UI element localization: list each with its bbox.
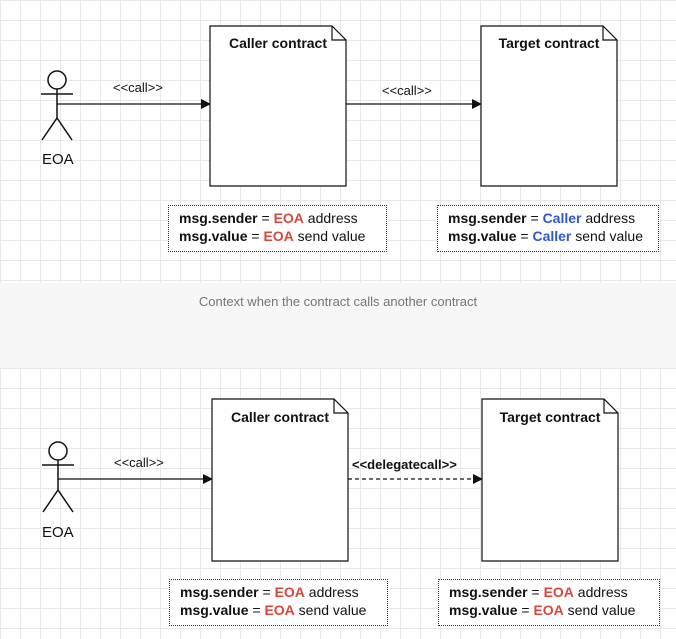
note-value-line: msg.value = Caller send value: [448, 228, 643, 244]
target-box-fold-top: [602, 26, 617, 41]
target-contract-box-bottom: [481, 398, 619, 562]
note-sender-line: msg.sender = EOA address: [449, 584, 628, 600]
caller-contract-title-top: Caller contract: [228, 35, 328, 51]
note-value-line: msg.value = EOA send value: [449, 602, 636, 618]
caller-box-fold-bottom: [333, 399, 348, 414]
target-contract-title-bottom: Target contract: [499, 409, 601, 425]
caller-context-note-top: msg.sender = EOA address msg.value = EOA…: [168, 205, 387, 252]
target-context-note-bottom: msg.sender = EOA address msg.value = EOA…: [438, 579, 660, 626]
target-context-note-top: msg.sender = Caller address msg.value = …: [437, 205, 659, 252]
note-value-line: msg.value = EOA send value: [180, 602, 367, 618]
caller-contract-box-top: [209, 25, 347, 187]
note-sender-line: msg.sender = EOA address: [180, 584, 359, 600]
arrow-label-bottom-1: <<call>>: [114, 455, 164, 470]
note-sender-line: msg.sender = EOA address: [179, 210, 358, 226]
actor-figure-bottom: [42, 441, 74, 513]
arrow-label-bottom-2: <<delegatecall>>: [352, 457, 457, 472]
caller-box-fold-top: [331, 26, 346, 41]
figure-caption: Context when the contract calls another …: [198, 294, 478, 309]
note-value-line: msg.value = EOA send value: [179, 228, 366, 244]
caller-contract-title-bottom: Caller contract: [230, 409, 330, 425]
target-contract-box-top: [480, 25, 618, 187]
caller-contract-box-bottom: [211, 398, 349, 562]
target-contract-title-top: Target contract: [498, 35, 600, 51]
actor-label-top: EOA: [42, 151, 74, 168]
arrow-label-top-2: <<call>>: [382, 83, 432, 98]
caller-context-note-bottom: msg.sender = EOA address msg.value = EOA…: [169, 579, 388, 626]
actor-figure-top: [41, 70, 73, 141]
target-box-fold-bottom: [603, 399, 618, 414]
arrow-label-top-1: <<call>>: [113, 80, 163, 95]
actor-label-bottom: EOA: [42, 524, 74, 541]
note-sender-line: msg.sender = Caller address: [448, 210, 636, 226]
caption-band: [0, 283, 676, 368]
